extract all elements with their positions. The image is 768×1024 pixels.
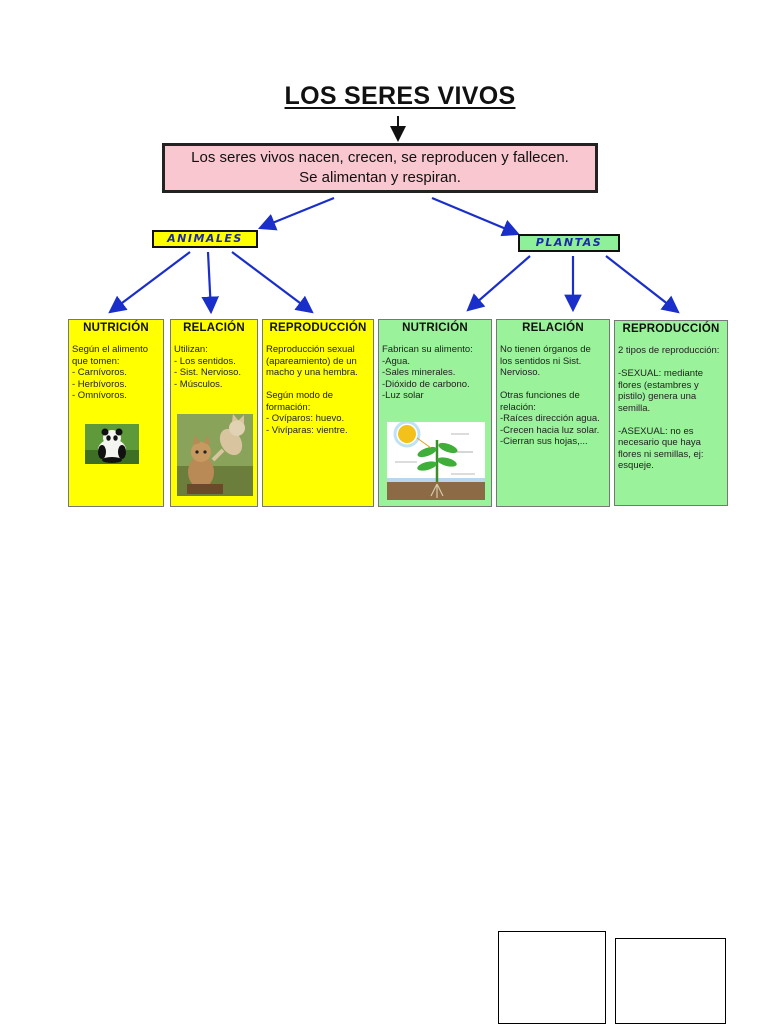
- arrow-to-plantas: [431, 196, 521, 237]
- page-title: LOS SERES VIVOS: [284, 82, 516, 110]
- arrow-plantas-nutricion: [466, 255, 531, 312]
- box-title: REPRODUCCIÓN: [269, 322, 367, 334]
- box-animal-nutricion: NUTRICIÓN Según el alimento que tomen: -…: [68, 319, 164, 507]
- summary-box: Los seres vivos nacen, crecen, se reprod…: [162, 143, 598, 193]
- box-text: Según el alimento que tomen: - Carnívoro…: [72, 344, 149, 401]
- summary-line-1: Los seres vivos nacen, crecen, se reprod…: [191, 149, 569, 166]
- empty-box-right: [615, 938, 726, 1024]
- box-planta-relacion: RELACIÓN No tienen órganos de los sentid…: [496, 319, 610, 507]
- category-plantas: PLANTAS: [518, 234, 620, 252]
- empty-box-left: [498, 931, 606, 1024]
- summary-line-2: Se alimentan y respiran.: [299, 169, 461, 186]
- arrow-plantas-reproduccion: [605, 255, 680, 314]
- cats-photo: [177, 414, 253, 496]
- box-title: RELACIÓN: [183, 322, 245, 334]
- plant-diagram-image: [387, 422, 485, 500]
- connector-arrows: [108, 116, 680, 315]
- box-animal-reproduccion: REPRODUCCIÓN Reproducción sexual (aparea…: [262, 319, 374, 507]
- arrow-animales-reproduccion: [231, 251, 314, 314]
- box-title: NUTRICIÓN: [83, 322, 149, 334]
- box-planta-reproduccion: REPRODUCCIÓN 2 tipos de reproducción: -S…: [614, 320, 728, 506]
- arrow-animales-relacion: [201, 251, 220, 315]
- box-animal-relacion: RELACIÓN Utilizan: - Los sentidos. - Sis…: [170, 319, 258, 507]
- box-text: Fabrican su alimento: -Agua. -Sales mine…: [382, 344, 473, 401]
- box-title: REPRODUCCIÓN: [622, 323, 720, 335]
- box-text: Utilizan: - Los sentidos. - Sist. Nervio…: [174, 344, 242, 390]
- category-animales: ANIMALES: [152, 230, 258, 248]
- box-title: NUTRICIÓN: [402, 322, 468, 334]
- arrow-to-animales: [257, 196, 335, 231]
- box-planta-nutricion: NUTRICIÓN Fabrican su alimento: -Agua. -…: [378, 319, 492, 507]
- box-text: Reproducción sexual (apareamiento) de un…: [266, 344, 358, 436]
- concept-map: LOS SERES VIVOS Los seres vivos nacen, c…: [66, 82, 734, 514]
- box-title: RELACIÓN: [522, 322, 584, 334]
- arrow-animales-nutricion: [108, 251, 191, 314]
- box-text: No tienen órganos de los sentidos ni Sis…: [500, 344, 600, 447]
- box-text: 2 tipos de reproducción: -SEXUAL: median…: [618, 345, 720, 471]
- panda-photo: [85, 424, 139, 464]
